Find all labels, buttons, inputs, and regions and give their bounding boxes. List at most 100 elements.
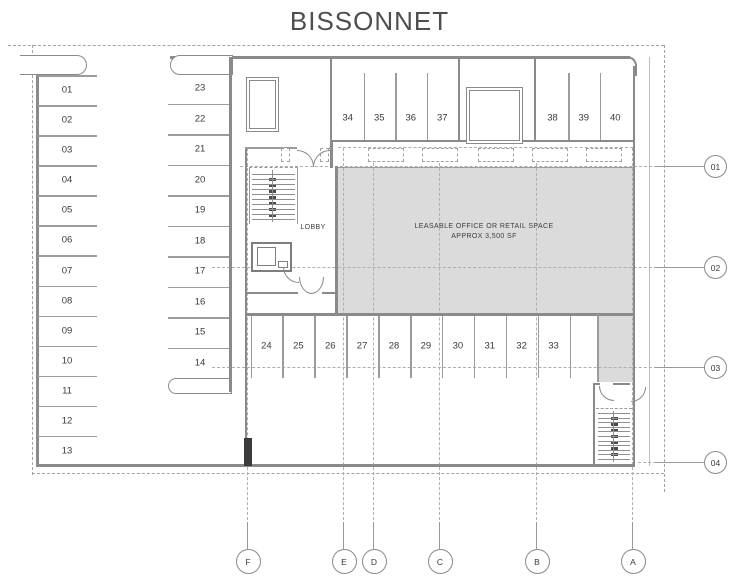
parking-space-label: 10 [61,355,73,367]
leasable-space-area [338,167,633,314]
parking-space-label: 40 [610,112,621,124]
door-arc [631,387,646,402]
stair-tread [252,219,295,220]
property-line-top [8,45,664,46]
stair-center-line [272,170,273,222]
parking-space-label: 07 [61,265,73,276]
parking-divider [599,73,601,140]
grid-leader [343,522,344,549]
shaft-lobby-top [246,77,279,132]
wall-leasable-ext-left [597,314,599,382]
parking-space-label: 19 [194,204,206,216]
column-box [368,148,404,162]
stair-tread [252,184,295,185]
parking-divider [38,75,97,77]
grid-line-02 [212,267,702,268]
parking-space-label: 14 [194,357,206,369]
leasable-line2: APPROX 3,500 SF [451,233,517,240]
parking-divider [395,73,397,140]
leasable-space-label: LEASABLE OFFICE OR RETAIL SPACE APPROX 3… [414,222,553,242]
shaft-entry-bay [466,87,523,144]
wall-top [170,56,630,59]
parking-space-label: 05 [61,204,73,216]
parking-space-label: 09 [61,325,73,337]
parking-space-label: 35 [374,112,385,124]
parking-space-label: 21 [194,143,206,155]
lobby-stair [249,167,298,224]
parking-space-label: 31 [484,340,496,352]
parking-divider [38,255,97,257]
stair-tread [598,440,630,442]
column-box [532,148,568,162]
grid-line-F [247,148,248,530]
wall-top-bay-left [330,57,332,168]
parking-space-label: 04 [61,174,73,186]
property-line-right [664,45,665,492]
wall-stair-top-b [613,383,630,385]
parking-divider [363,73,365,140]
parking-space-label: 03 [61,144,73,156]
parking-divider [568,73,570,140]
door-arc [313,150,330,167]
wall-middle-column-right [229,57,232,392]
parking-space-label: 38 [547,112,558,124]
grid-line-E [343,148,344,530]
stair-tread [252,179,295,180]
stair-tread [252,204,295,205]
wall-parking-row-top [245,313,633,316]
parking-divider [426,73,428,140]
elevator-cab [257,247,276,266]
parking-space-label: 11 [62,385,72,397]
parking-space-label: 34 [342,112,354,124]
grid-leader [655,462,704,463]
grid-bubble-03: 03 [704,356,727,379]
parking-divider [38,315,97,318]
parking-divider [38,375,97,378]
property-line-bottom [32,473,664,474]
grid-leader [655,166,704,167]
grid-leader [247,522,248,549]
grid-bubble-01: 01 [704,155,727,178]
stair-tread [598,426,630,428]
grid-bubble-E: E [331,549,357,574]
leasable-top-edge [338,166,633,168]
wall-stair-top-a [593,383,600,385]
parking-space-label: 23 [194,82,206,94]
parking-space-label: 13 [61,445,73,457]
stair-tread [598,449,630,451]
grid-line-C [439,148,440,530]
column-box [281,148,290,162]
parking-space-label: 18 [194,235,206,247]
grid-line-B [536,148,537,530]
grid-bubble-B: B [524,549,550,574]
parking-divider [314,316,316,378]
grid-leader [655,267,704,268]
stair-tread [598,445,630,447]
stair-tread [252,189,295,190]
property-line-left [32,45,33,475]
stair-tread [252,209,295,210]
parking-island-top-left [20,55,87,75]
parking-space-label: 20 [194,174,206,186]
grid-line-D [373,148,374,530]
grid-bubble-D: D [361,549,387,574]
lease-line-right [649,57,650,466]
door-arc [283,267,299,283]
parking-divider [168,164,229,166]
stair-tread [598,436,630,437]
grid-line-03 [212,367,702,368]
wall-stair-left [593,383,595,466]
parking-space-label: 32 [516,340,527,352]
parking-space-label: 02 [61,114,73,126]
parking-divider [38,285,97,287]
wall-left [36,56,39,466]
stair-tread [252,174,295,175]
parking-divider [505,316,508,378]
parking-space-label: 01 [61,84,73,96]
leasable-line1: LEASABLE OFFICE OR RETAIL SPACE [414,223,554,230]
parking-divider [410,316,412,378]
parking-space-label: 29 [420,340,432,352]
parking-space-label: 16 [194,296,206,308]
parking-divider [473,316,476,378]
parking-space-label: 27 [356,340,368,352]
